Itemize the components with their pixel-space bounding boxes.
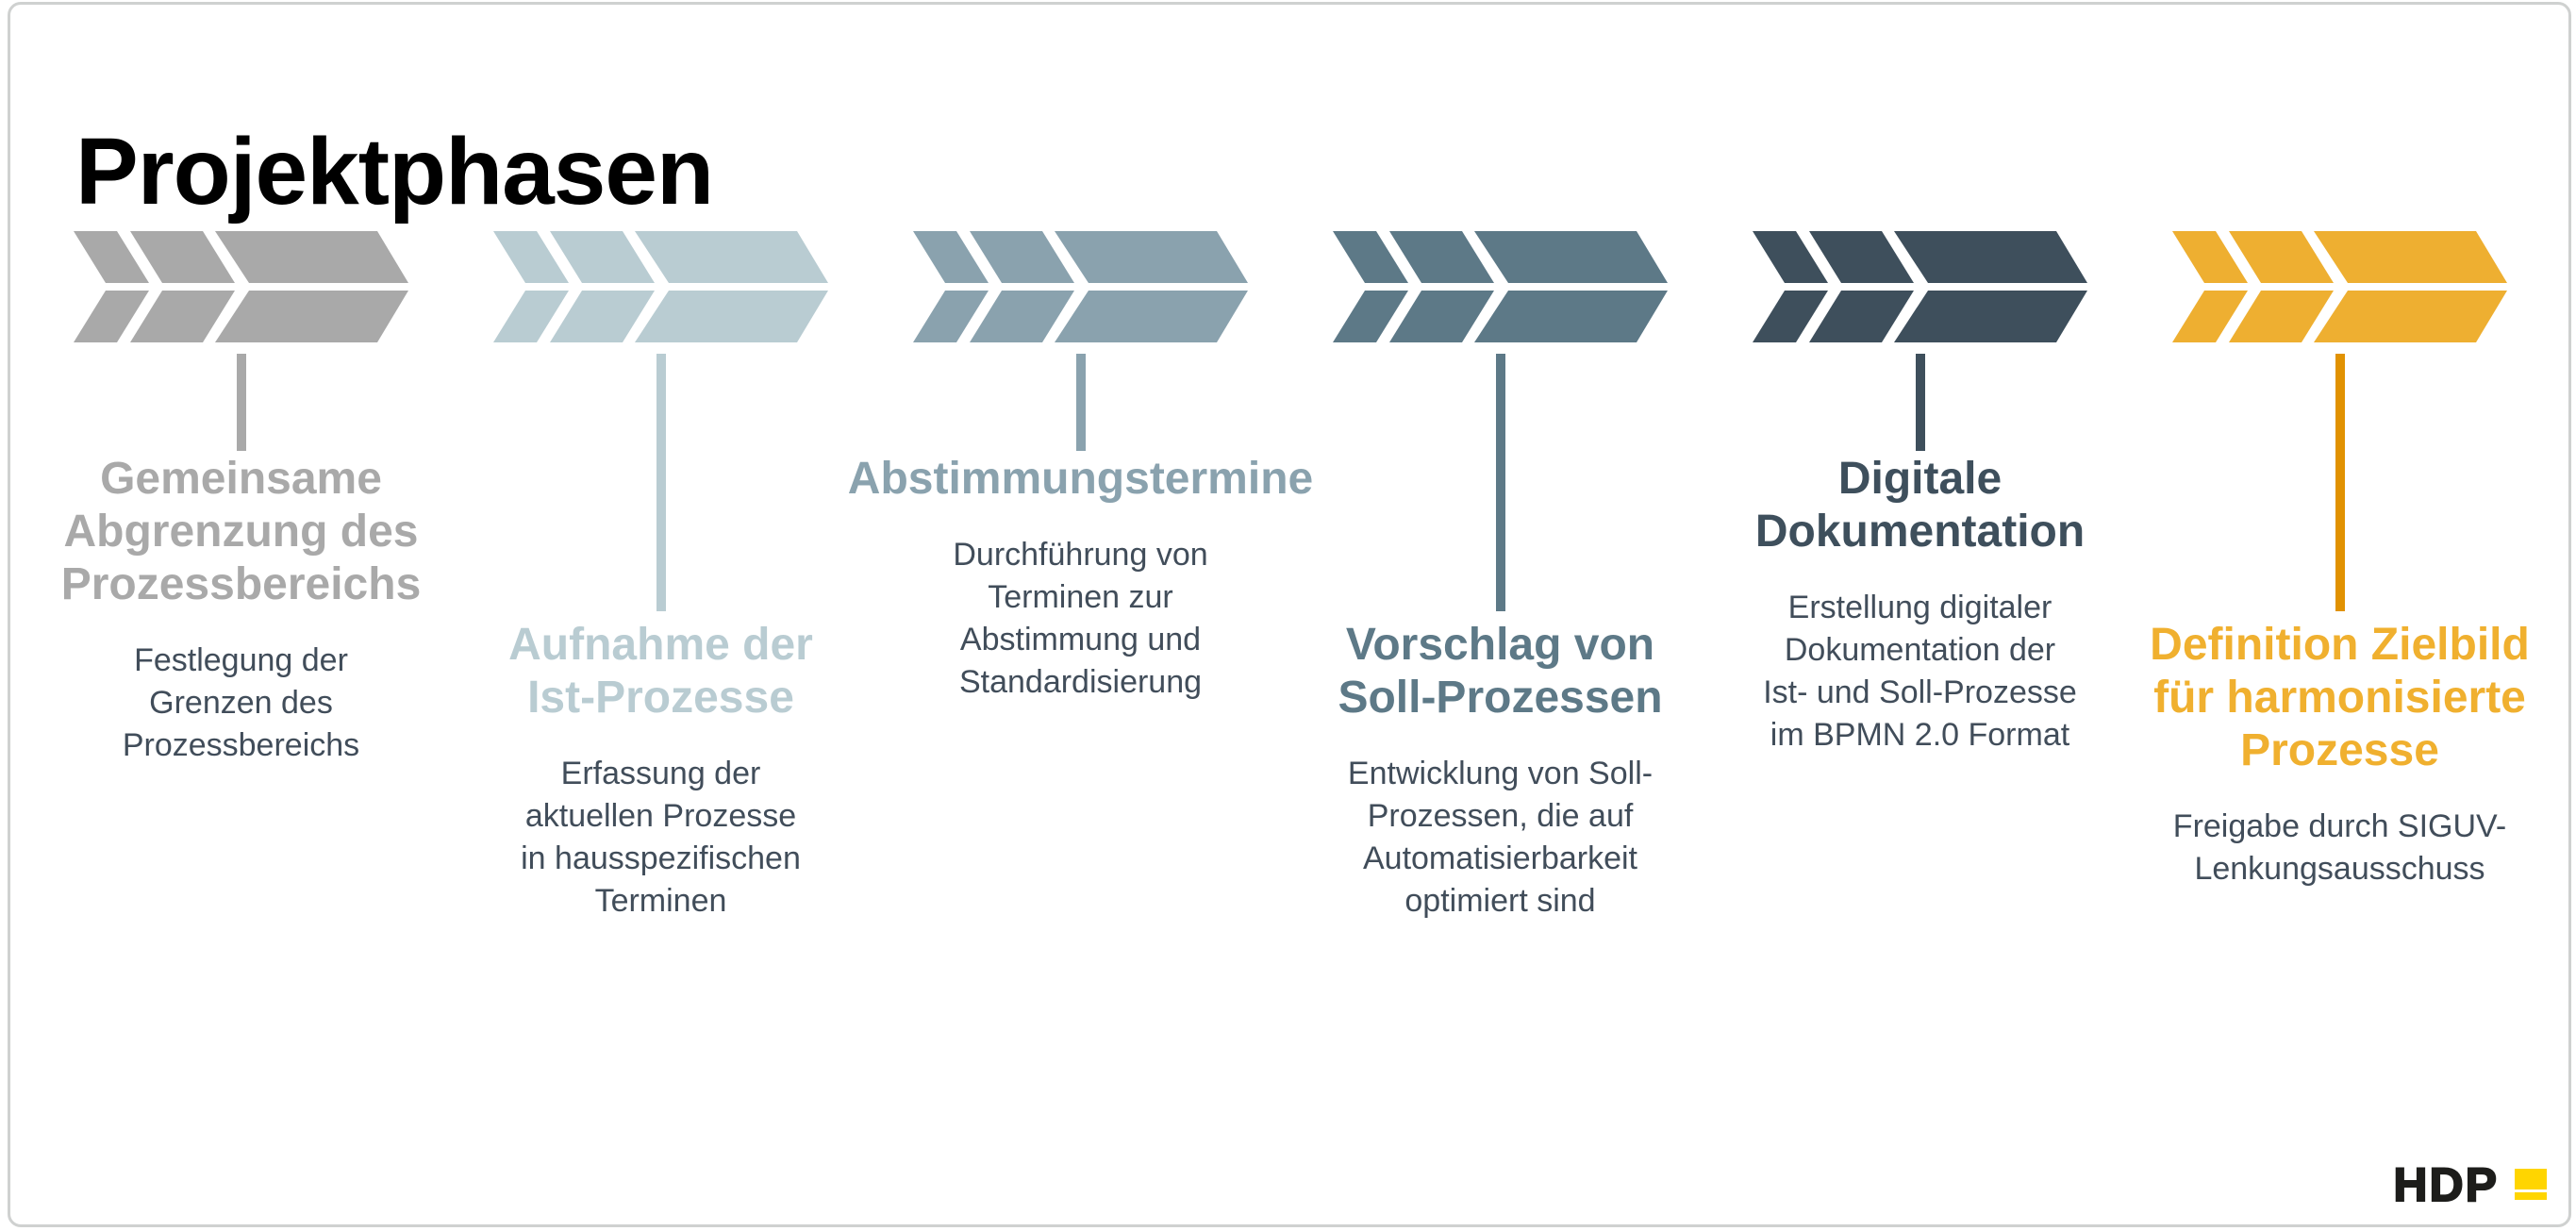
- hdp-logo: HDP: [2392, 1160, 2547, 1209]
- connector-line: [236, 354, 246, 451]
- connector-line: [1495, 354, 1505, 611]
- phase-description: Erfassung der aktuellen Prozesse in haus…: [521, 756, 801, 919]
- phase-description: Durchführung von Terminen zur Abstimmung…: [953, 537, 1208, 700]
- phase-description: Entwicklung von Soll- Prozessen, die auf…: [1347, 756, 1654, 919]
- hdp-logo-mark-icon: [2515, 1169, 2547, 1200]
- phase-description: Freigabe durch SIGUV- Lenkungsausschuss: [2172, 808, 2507, 887]
- chevron-arrow-icon: [1753, 231, 2087, 342]
- phase-column-1: Gemeinsame Abgrenzung des Prozessbereich…: [61, 231, 421, 923]
- phase-column-4: Vorschlag von Soll-Prozessen Entwicklung…: [1333, 231, 1668, 923]
- chevron-arrow-icon: [493, 231, 828, 342]
- connector-line: [1915, 354, 1925, 451]
- phase-description: Festlegung der Grenzen des Prozessbereic…: [122, 642, 360, 763]
- phases-row: Gemeinsame Abgrenzung des Prozessbereich…: [61, 231, 2530, 923]
- phase-heading: Aufnahme der Ist-Prozesse: [508, 620, 813, 723]
- phase-heading: Gemeinsame Abgrenzung des Prozessbereich…: [60, 454, 422, 609]
- phase-heading: Definition Zielbild für harmonisierte Pr…: [2150, 620, 2530, 775]
- connector-line: [2335, 354, 2345, 611]
- hdp-logo-text: HDP: [2392, 1158, 2499, 1211]
- connector-line: [656, 354, 666, 611]
- phase-column-6: Definition Zielbild für harmonisierte Pr…: [2150, 231, 2530, 923]
- chevron-arrow-icon: [2172, 231, 2507, 342]
- phase-heading: Abstimmungstermine: [847, 454, 1314, 504]
- chevron-arrow-icon: [913, 231, 1248, 342]
- chevron-arrow-icon: [74, 231, 408, 342]
- phase-heading: Vorschlag von Soll-Prozessen: [1338, 620, 1663, 723]
- phase-column-5: Digitale Dokumentation Erstellung digita…: [1753, 231, 2087, 923]
- connector-line: [1075, 354, 1086, 451]
- page-title: Projektphasen: [75, 119, 714, 225]
- phase-description: Erstellung digitaler Dokumentation der I…: [1763, 590, 2077, 753]
- chevron-arrow-icon: [1333, 231, 1668, 342]
- phase-column-3: Abstimmungstermine Durchführung von Term…: [848, 231, 1313, 923]
- phase-heading: Digitale Dokumentation: [1754, 454, 2086, 557]
- phase-column-2: Aufnahme der Ist-Prozesse Erfassung der …: [493, 231, 828, 923]
